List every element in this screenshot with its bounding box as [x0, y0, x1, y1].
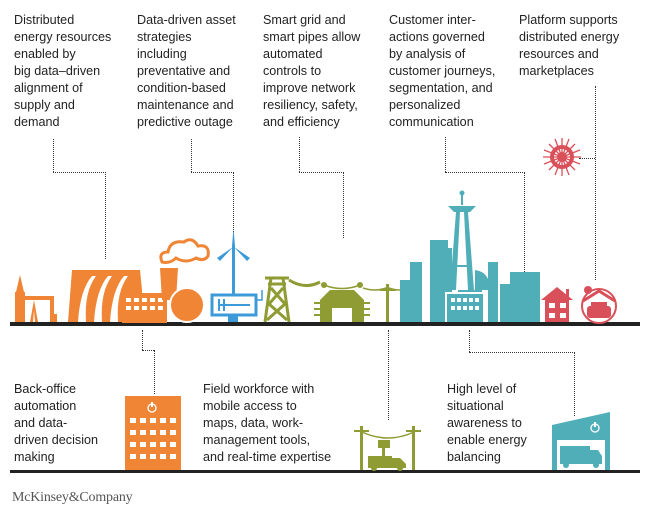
caption-smart-grid: Smart grid and smart pipes allow automat… — [263, 13, 361, 129]
leader-line — [469, 352, 575, 353]
leader-line — [299, 172, 344, 173]
leader-line — [579, 158, 595, 159]
caption-customer-interactions: Customer inter- actions governed by anal… — [389, 13, 496, 129]
leader-line — [595, 86, 596, 280]
caption-back-office: Back-office automation and data- driven … — [14, 382, 99, 464]
leader-line — [445, 172, 525, 173]
leader-line — [469, 330, 470, 352]
ground-line-top — [10, 322, 640, 326]
control-center-icon — [552, 412, 610, 470]
leader-line — [191, 139, 192, 172]
leader-line — [299, 137, 300, 172]
leader-line — [445, 137, 446, 172]
caption-asset-strategies: Data-driven asset strategies including p… — [137, 13, 236, 129]
brand-logo: McKinsey&Company — [12, 490, 133, 505]
leader-line — [53, 139, 54, 172]
leader-line — [154, 350, 155, 394]
office-building-icon — [125, 396, 181, 470]
leader-line — [105, 172, 106, 259]
leader-line — [388, 330, 389, 420]
nuclear-plant-icon — [159, 238, 210, 323]
caption-distributed-energy: Distributed energy resources enabled by … — [14, 13, 112, 129]
ground-line-bottom — [10, 470, 640, 473]
leader-line — [343, 172, 344, 238]
leader-line — [142, 350, 154, 351]
leader-line — [142, 330, 143, 350]
city-skyline-icon — [400, 190, 540, 322]
leader-line — [524, 172, 525, 272]
utility-truck-icon — [354, 426, 421, 471]
wind-turbine-icon — [210, 228, 263, 322]
transmission-tower-icon — [263, 276, 321, 323]
caption-situational-awareness: High level of situational awareness to e… — [447, 382, 527, 464]
caption-platform: Platform supports distributed energy res… — [519, 13, 620, 78]
oil-pump-icon — [15, 275, 57, 322]
factory-building-icon — [122, 293, 167, 323]
sun-icon — [543, 138, 581, 176]
electric-car-icon — [581, 286, 617, 324]
leader-line — [233, 172, 234, 236]
leader-line — [53, 172, 106, 173]
leader-line — [191, 172, 234, 173]
house-icon — [541, 287, 573, 322]
leader-line — [574, 352, 575, 416]
caption-field-workforce: Field workforce with mobile access to ma… — [203, 382, 332, 464]
substation-icon — [314, 282, 370, 322]
